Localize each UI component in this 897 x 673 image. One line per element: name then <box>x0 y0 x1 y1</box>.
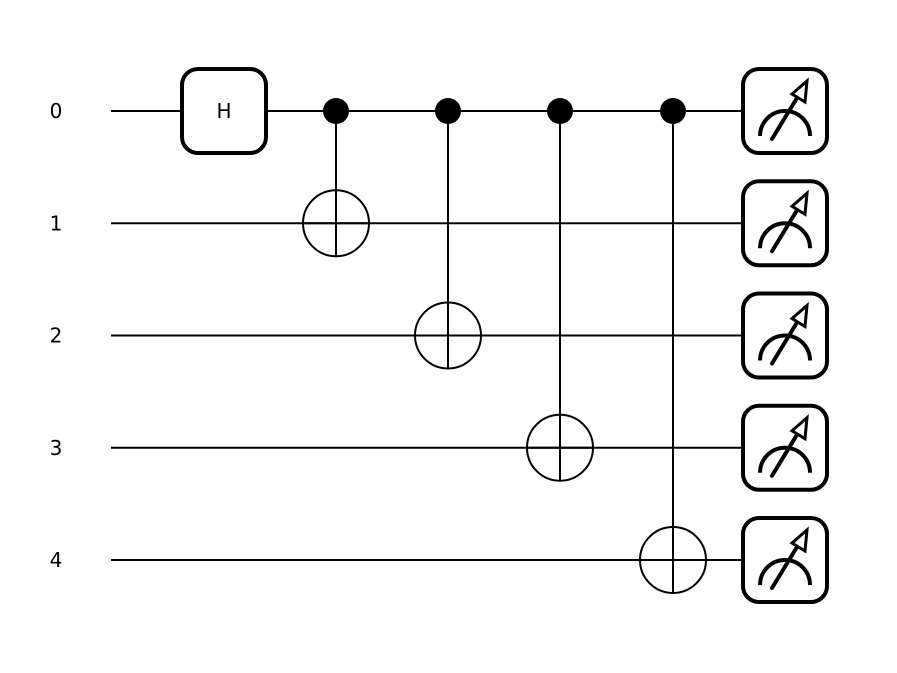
gates-layer: H <box>180 67 829 604</box>
labels-layer: 0 1 2 3 4 <box>50 99 63 572</box>
measurement-gate-2 <box>741 291 829 380</box>
hadamard-gate-box <box>180 67 268 155</box>
qubit-label-2: 2 <box>50 324 63 348</box>
cnot-control-dot <box>660 98 686 124</box>
cnot-gate-0-2 <box>414 98 482 370</box>
qubit-label-1: 1 <box>50 211 63 235</box>
cnot-gate-0-1 <box>302 98 370 258</box>
meter-arc-icon <box>758 109 812 137</box>
hadamard-gate: H <box>180 67 268 155</box>
meter-needle-icon <box>770 315 802 366</box>
connectors-layer <box>335 111 674 593</box>
meter-needle-icon <box>770 540 802 590</box>
meter-arc-icon <box>758 333 812 361</box>
meter-arrowhead-icon <box>789 526 809 554</box>
measurement-gate-3 <box>741 403 829 492</box>
meter-arc-icon <box>758 221 812 249</box>
measurement-gate-0 <box>741 67 829 155</box>
meter-needle-icon <box>770 427 802 478</box>
meter-arc-icon <box>758 558 812 586</box>
cnot-control-dot <box>435 98 461 124</box>
measurement-gate-1 <box>741 179 829 268</box>
meter-needle-icon <box>770 91 802 141</box>
meter-arrowhead-icon <box>789 189 809 217</box>
measurement-gate-4 <box>741 516 829 604</box>
cnot-control-dot <box>323 98 349 124</box>
qubit-label-3: 3 <box>50 436 63 460</box>
hadamard-gate-label: H <box>216 99 231 123</box>
cnot-control-dot <box>547 98 573 124</box>
meter-arrowhead-icon <box>789 414 809 442</box>
meter-needle-icon <box>770 203 802 254</box>
meter-arc-icon <box>758 445 812 473</box>
meter-arrowhead-icon <box>789 77 809 105</box>
qubit-label-4: 4 <box>50 548 63 572</box>
meter-arrowhead-icon <box>789 301 809 330</box>
qubit-label-0: 0 <box>50 99 63 123</box>
cnot-gate-0-3 <box>526 98 594 482</box>
cnot-gate-0-4 <box>639 98 707 594</box>
